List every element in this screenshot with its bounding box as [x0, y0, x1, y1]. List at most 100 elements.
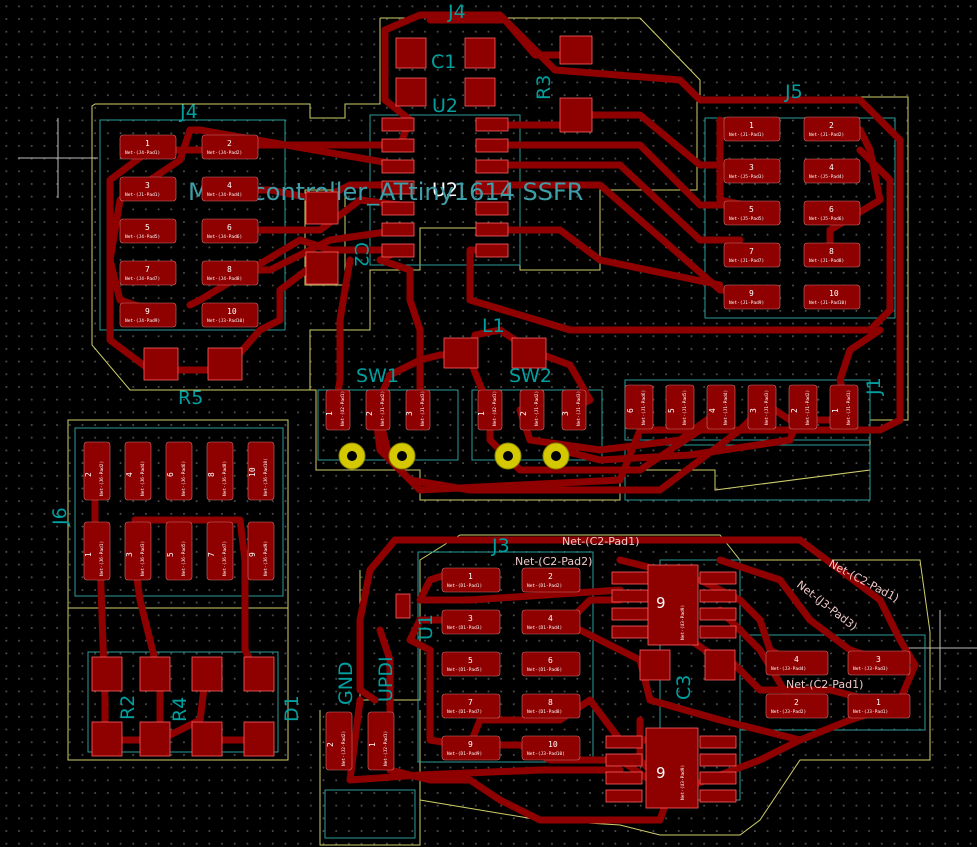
component-u3[interactable]: 9 Net-(U3-Pad9): [611, 564, 737, 646]
j6-pad-2-net: Net-(J6-Pad2): [99, 461, 105, 496]
component-r2[interactable]: R2: [91, 656, 171, 757]
lower-pad-10-net: Net-(J3-Pad10): [527, 751, 565, 757]
component-u2-top-caps[interactable]: U2 J4: [395, 1, 496, 117]
component-r3[interactable]: R3: [533, 35, 593, 133]
j4-pad-3-number: 3: [145, 181, 150, 190]
j4-pad-3-net: Net-(J1-Pad1): [125, 192, 160, 198]
j6-pad-2-number: 2: [84, 472, 93, 477]
component-u2[interactable]: U2: [381, 117, 509, 258]
component-c2[interactable]: C2: [305, 191, 372, 285]
net-label-c2-pad1-c: Net-(C2-Pad1): [786, 678, 863, 691]
j4-pad-8-number: 8: [227, 265, 232, 274]
component-j5[interactable]: J5 1Net-(J1-Pad1)2Net-(J1-Pad2)3Net-(J5-…: [723, 81, 861, 310]
component-r5[interactable]: R5: [143, 347, 243, 409]
u3-net-bottom: Net-(U3-Pad9): [680, 765, 686, 800]
j5-pad-4-number: 4: [829, 163, 834, 172]
component-l1[interactable]: L1: [443, 315, 547, 369]
component-j3[interactable]: J3 4Net-(J3-Pad4)3Net-(J3-Pad3)2Net-(J3-…: [491, 535, 911, 719]
j6-pad-9-net: Net-(J6-Pad9): [263, 541, 269, 576]
component-r4[interactable]: R4: [169, 656, 223, 757]
component-u3-bottom[interactable]: 9 Net-(U3-Pad9): [605, 727, 737, 809]
lower-pad-7-number: 7: [468, 698, 473, 707]
net-label-j3-pad3: Net-(J3-Pad3): [794, 578, 859, 633]
sw1-pad-1-number: 1: [325, 411, 334, 416]
j1-pad-6-number: 6: [626, 408, 635, 413]
lower-pad-8-number: 8: [548, 698, 553, 707]
component-d1[interactable]: D1: [243, 656, 303, 757]
j4-pad-7-net: Net-(J4-Pad7): [125, 276, 160, 282]
j1-pad-5-number: 5: [667, 408, 676, 413]
component-j4[interactable]: J4 1Net-(J4-Pad1)2Net-(J4-Pad2)3Net-(J1-…: [119, 101, 259, 328]
u3-pad-label-bottom: 9: [656, 764, 666, 782]
component-c3[interactable]: C3: [639, 649, 736, 700]
j6-pad-2[interactable]: 2 Net-(J6-Pad2): [83, 441, 111, 501]
component-c1[interactable]: C1: [395, 37, 496, 73]
j6-pad-7-net: Net-(J6-Pad7): [222, 541, 228, 576]
lower-pad-9-net: Net-(D1-Pad9): [447, 751, 482, 757]
